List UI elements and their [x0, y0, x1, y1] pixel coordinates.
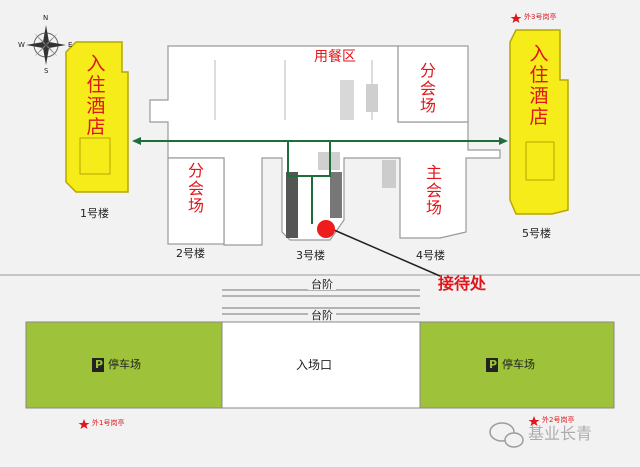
wechat-logo-icon	[489, 422, 524, 448]
route-building-3-loop	[287, 141, 331, 177]
hotel-left-lobby	[79, 137, 111, 175]
booth-1-label: 外1号岗亭	[92, 419, 125, 427]
sub-hall-top-block	[397, 45, 469, 123]
building-4-label: 4号楼	[416, 249, 445, 262]
parking-left	[25, 321, 223, 409]
sub-hall-left-label: 分会场	[187, 161, 204, 216]
main-hall-label: 主会场	[425, 163, 442, 218]
building-3-core	[330, 172, 342, 218]
reception-label: 接待处	[438, 274, 487, 293]
hotel-right-lobby	[525, 141, 555, 181]
building-2-label: 2号楼	[176, 247, 205, 260]
steps-label: 台阶	[308, 279, 336, 290]
building-1-label: 1号楼	[80, 207, 109, 220]
reception-pointer-line	[333, 229, 441, 277]
steps-label: 台阶	[308, 310, 336, 321]
parking-p-symbol: P	[489, 358, 498, 371]
compass-east: E	[68, 41, 73, 49]
stairwell	[382, 160, 396, 188]
parking-right	[419, 321, 615, 409]
watermark: 基业长青	[528, 424, 593, 443]
stairwell	[366, 84, 378, 112]
parking-p-icon	[92, 358, 104, 372]
hotel-left	[65, 41, 129, 193]
parking-p-icon	[486, 358, 498, 372]
stairwell	[340, 80, 354, 120]
parking-left-label: 停车场	[108, 358, 141, 371]
compass-south: S	[44, 67, 49, 75]
star-icon	[510, 13, 522, 23]
booth-2-label: 外2号岗亭	[542, 416, 575, 424]
parking-p-symbol: P	[95, 358, 104, 371]
building-5-label: 5号楼	[522, 227, 551, 240]
dining-area-label: 用餐区	[314, 49, 356, 65]
hotel-left-label: 入住 酒店	[86, 53, 106, 138]
parking-right-label: 停车场	[502, 358, 535, 371]
building-2-block	[167, 157, 225, 245]
star-icon	[78, 419, 90, 429]
route-arrow-left	[132, 137, 141, 145]
compass-rose-icon	[26, 25, 66, 65]
star-icon	[528, 416, 540, 426]
reception-marker	[317, 220, 335, 238]
compass-north: N	[43, 14, 49, 22]
entrance-label: 入场口	[296, 358, 333, 372]
route-arrow-right	[499, 137, 508, 145]
building-3-core	[286, 172, 298, 238]
compass-west: W	[18, 41, 25, 49]
booth-3-label: 外3号岗亭	[524, 13, 557, 21]
entrance-area	[221, 321, 421, 409]
sub-hall-top-label: 分会场	[419, 61, 436, 116]
building-3-label: 3号楼	[296, 249, 325, 262]
hotel-right-label: 入住 酒店	[529, 43, 549, 128]
